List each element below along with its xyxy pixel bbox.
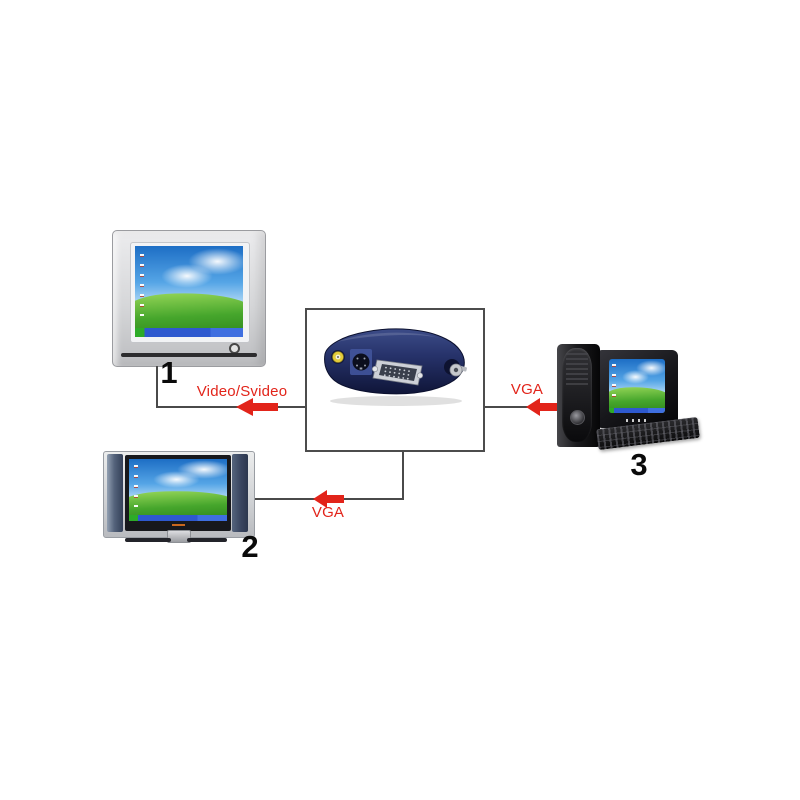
line-pc-horizontal: [482, 406, 558, 408]
lcd-left-speaker: [107, 454, 123, 532]
wallpaper-cloud: [622, 369, 650, 384]
computer-number: 3: [630, 447, 648, 482]
bnc-port-icon: [444, 359, 467, 377]
converter-body: [324, 328, 465, 395]
svideo-port-icon: [350, 349, 372, 375]
taskbar: [135, 327, 243, 337]
speaker-slot: [121, 353, 257, 357]
crt-tv-number: 1: [160, 355, 178, 390]
connection-label-video-svideo: Video/Svideo: [196, 383, 288, 400]
pc-monitor: [596, 350, 678, 428]
converter-panel: [305, 308, 485, 452]
vga-port-icon: [371, 359, 424, 386]
vga-pc-arrow-left-icon: [526, 398, 557, 416]
vga-lcd-arrow-left-icon: [313, 490, 344, 508]
device-shadow: [330, 396, 462, 406]
monitor-controls: [626, 419, 648, 422]
video-svideo-arrow-left-icon: [236, 398, 278, 416]
lcd-stand-foot: [125, 538, 171, 542]
connection-label-vga-lcd: VGA: [311, 504, 345, 521]
desktop-icons: [611, 363, 616, 401]
line-crt-vertical: [156, 366, 158, 407]
lcd-stand-pedestal: [167, 530, 191, 543]
crt-screen-frame: [130, 242, 250, 343]
composite-video-port-icon: [331, 350, 345, 364]
taskbar: [609, 407, 665, 413]
converter-top-highlight: [337, 332, 439, 342]
wallpaper-cloud: [152, 471, 200, 488]
lcd-screen-bezel: [125, 455, 231, 531]
crt-screen: [135, 246, 243, 337]
pc-monitor-screen: [609, 359, 665, 413]
lcd-screen: [129, 459, 227, 521]
pc-tower-logo-icon: [570, 410, 585, 425]
line-lcd-vertical: [402, 449, 404, 499]
desktop-icons: [133, 464, 138, 507]
lcd-stand-foot: [187, 538, 227, 542]
pc-tower: [557, 344, 600, 447]
vga-converter-device: [324, 328, 467, 406]
pc-tower-vents: [566, 353, 588, 387]
taskbar: [129, 514, 227, 521]
lcd-right-speaker: [232, 454, 248, 532]
connection-label-vga-pc: VGA: [510, 381, 544, 398]
crt-tv: [112, 230, 266, 367]
lcd-tv: [103, 451, 255, 548]
lcd-tv-number: 2: [241, 529, 259, 564]
desktop-icons: [140, 254, 145, 317]
wallpaper-cloud: [160, 264, 213, 288]
line-crt-horizontal: [156, 406, 306, 408]
lcd-brand-mark: [172, 524, 185, 526]
